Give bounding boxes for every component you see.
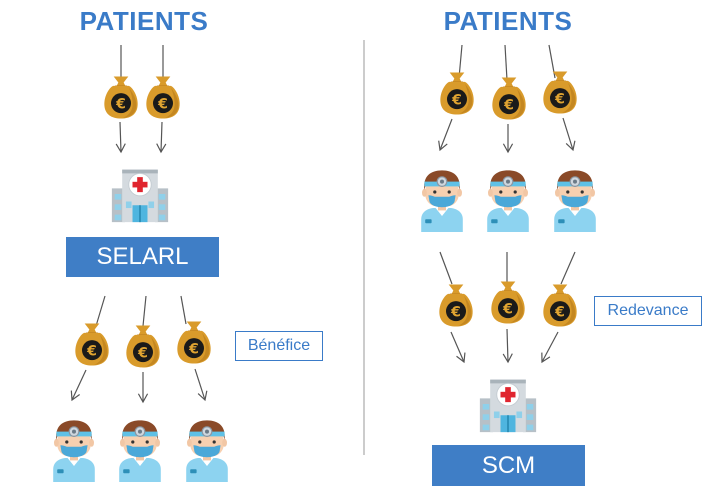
money-bag-euro-icon xyxy=(103,75,139,120)
arrow-doctor-to-money xyxy=(439,251,453,285)
clinic-building-icon xyxy=(479,379,537,433)
doctor-icon xyxy=(52,419,96,483)
arrow-money-to-clinic xyxy=(156,121,167,154)
arrow-selarl-to-money xyxy=(142,295,147,327)
arrow-money-to-doctor xyxy=(562,117,576,152)
money-bag-euro-icon xyxy=(74,322,110,367)
money-bag-euro-icon xyxy=(439,71,475,116)
doctor-icon xyxy=(486,169,530,233)
arrow-money-to-doctor xyxy=(194,368,208,402)
money-bag-euro-icon xyxy=(176,320,212,365)
doctor-icon xyxy=(118,419,162,483)
money-bag-euro-icon xyxy=(145,75,181,120)
arrow-patients-to-money xyxy=(504,44,508,81)
left-title: PATIENTS xyxy=(79,6,209,36)
money-bag-euro-icon xyxy=(490,280,526,325)
money-bag-euro-icon xyxy=(542,283,578,328)
doctor-icon xyxy=(185,419,229,483)
money-bag-euro-icon xyxy=(438,283,474,328)
arrow-doctor-to-money xyxy=(560,251,576,285)
arrow-money-to-doctor xyxy=(438,118,453,152)
right-title: PATIENTS xyxy=(443,6,573,36)
money-bag-euro-icon xyxy=(491,76,527,121)
money-bag-euro-icon xyxy=(542,70,578,115)
doctor-icon xyxy=(553,169,597,233)
scm-box: SCM xyxy=(432,445,585,486)
benefice-label: Bénéfice xyxy=(235,331,323,361)
arrow-selarl-to-money xyxy=(180,295,187,325)
money-bag-euro-icon xyxy=(125,324,161,369)
selarl-box: SELARL xyxy=(66,237,219,277)
arrow-money-to-clinic xyxy=(115,121,126,154)
arrow-money-to-scm xyxy=(502,328,513,364)
doctor-icon xyxy=(420,169,464,233)
arrow-money-to-doctor xyxy=(70,369,87,402)
arrow-money-to-scm xyxy=(450,331,466,364)
clinic-building-icon xyxy=(111,169,169,223)
arrow-money-to-scm xyxy=(541,331,559,364)
arrow-selarl-to-money xyxy=(95,295,106,327)
redevance-label: Redevance xyxy=(594,296,702,326)
